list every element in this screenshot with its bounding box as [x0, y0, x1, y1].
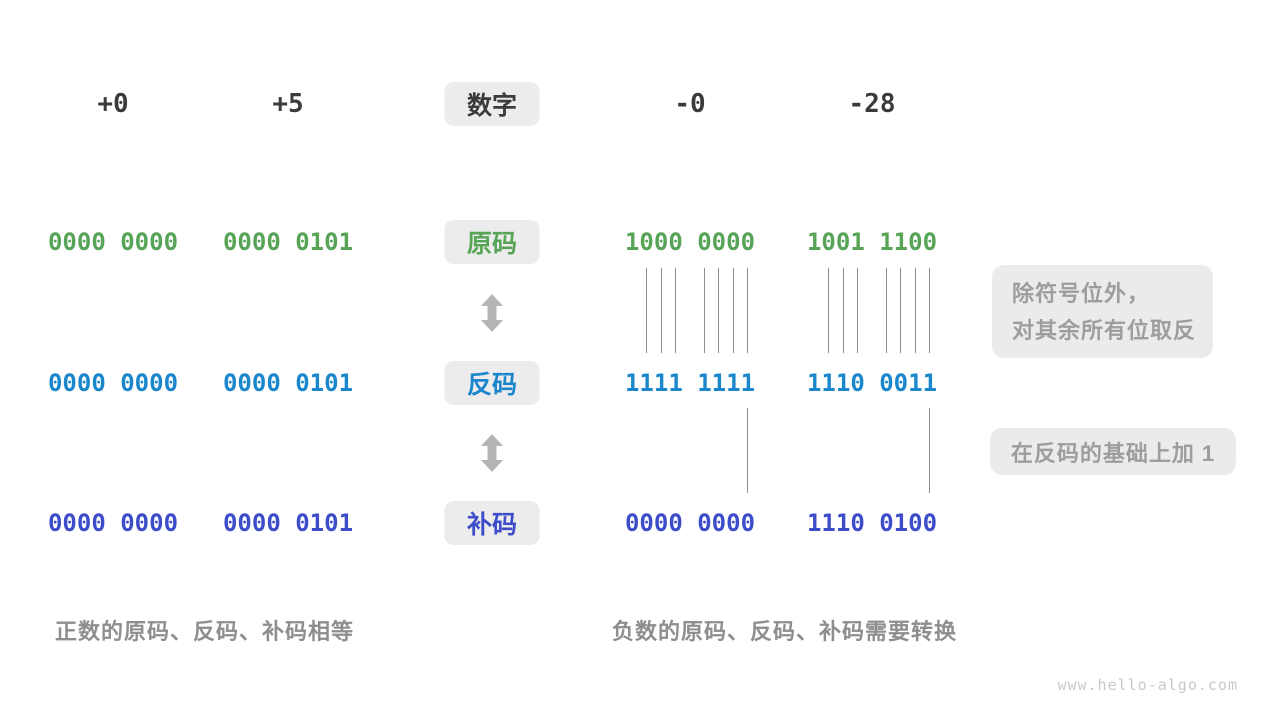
number-value-pos0: +0 — [97, 89, 129, 119]
bit-flip-lines-neg28 — [807, 268, 937, 353]
invert-bits-note-line2: 对其余所有位取反 — [1012, 317, 1197, 343]
negative-numbers-caption: 负数的原码、反码、补码需要转换 — [612, 619, 958, 644]
twos-complement-neg28: 1110 0100 — [806, 509, 938, 537]
swap-arrow-icon — [480, 294, 504, 332]
ones-complement-label-box: 反码 — [444, 361, 540, 405]
positive-numbers-caption: 正数的原码、反码、补码相等 — [55, 619, 355, 644]
sign-magnitude-label: 原码 — [466, 230, 517, 258]
ones-complement-neg28: 1110 0011 — [806, 369, 938, 397]
twos-complement-label: 补码 — [466, 511, 517, 539]
number-value-neg0: -0 — [674, 89, 706, 119]
invert-bits-note-line1: 除符号位外， — [1012, 280, 1151, 306]
number-value-neg28: -28 — [848, 89, 896, 119]
add-one-note: 在反码的基础上加 1 — [990, 428, 1236, 475]
sign-magnitude-label-box: 原码 — [444, 220, 540, 264]
twos-complement-pos0: 0000 0000 — [47, 509, 179, 537]
sign-magnitude-pos5: 0000 0101 — [222, 228, 354, 256]
invert-bits-note: 除符号位外， 对其余所有位取反 — [992, 265, 1213, 358]
ones-complement-label: 反码 — [466, 371, 517, 399]
sign-magnitude-pos0: 0000 0000 — [47, 228, 179, 256]
add-one-line-neg28 — [807, 408, 937, 493]
add-one-line-neg0 — [625, 408, 755, 493]
ones-complement-pos0: 0000 0000 — [47, 369, 179, 397]
number-value-pos5: +5 — [272, 89, 304, 119]
sign-magnitude-neg0: 1000 0000 — [624, 228, 756, 256]
bit-flip-lines-neg0 — [625, 268, 755, 353]
sign-magnitude-neg28: 1001 1100 — [806, 228, 938, 256]
twos-complement-neg0: 0000 0000 — [624, 509, 756, 537]
add-one-note-text: 在反码的基础上加 1 — [1010, 440, 1216, 466]
ones-complement-neg0: 1111 1111 — [624, 369, 756, 397]
twos-complement-pos5: 0000 0101 — [222, 509, 354, 537]
ones-complement-pos5: 0000 0101 — [222, 369, 354, 397]
swap-arrow-icon — [480, 434, 504, 472]
website-watermark: www.hello-algo.com — [1057, 676, 1238, 694]
number-label-box: 数字 — [444, 82, 540, 126]
twos-complement-label-box: 补码 — [444, 501, 540, 545]
number-label: 数字 — [466, 92, 517, 120]
